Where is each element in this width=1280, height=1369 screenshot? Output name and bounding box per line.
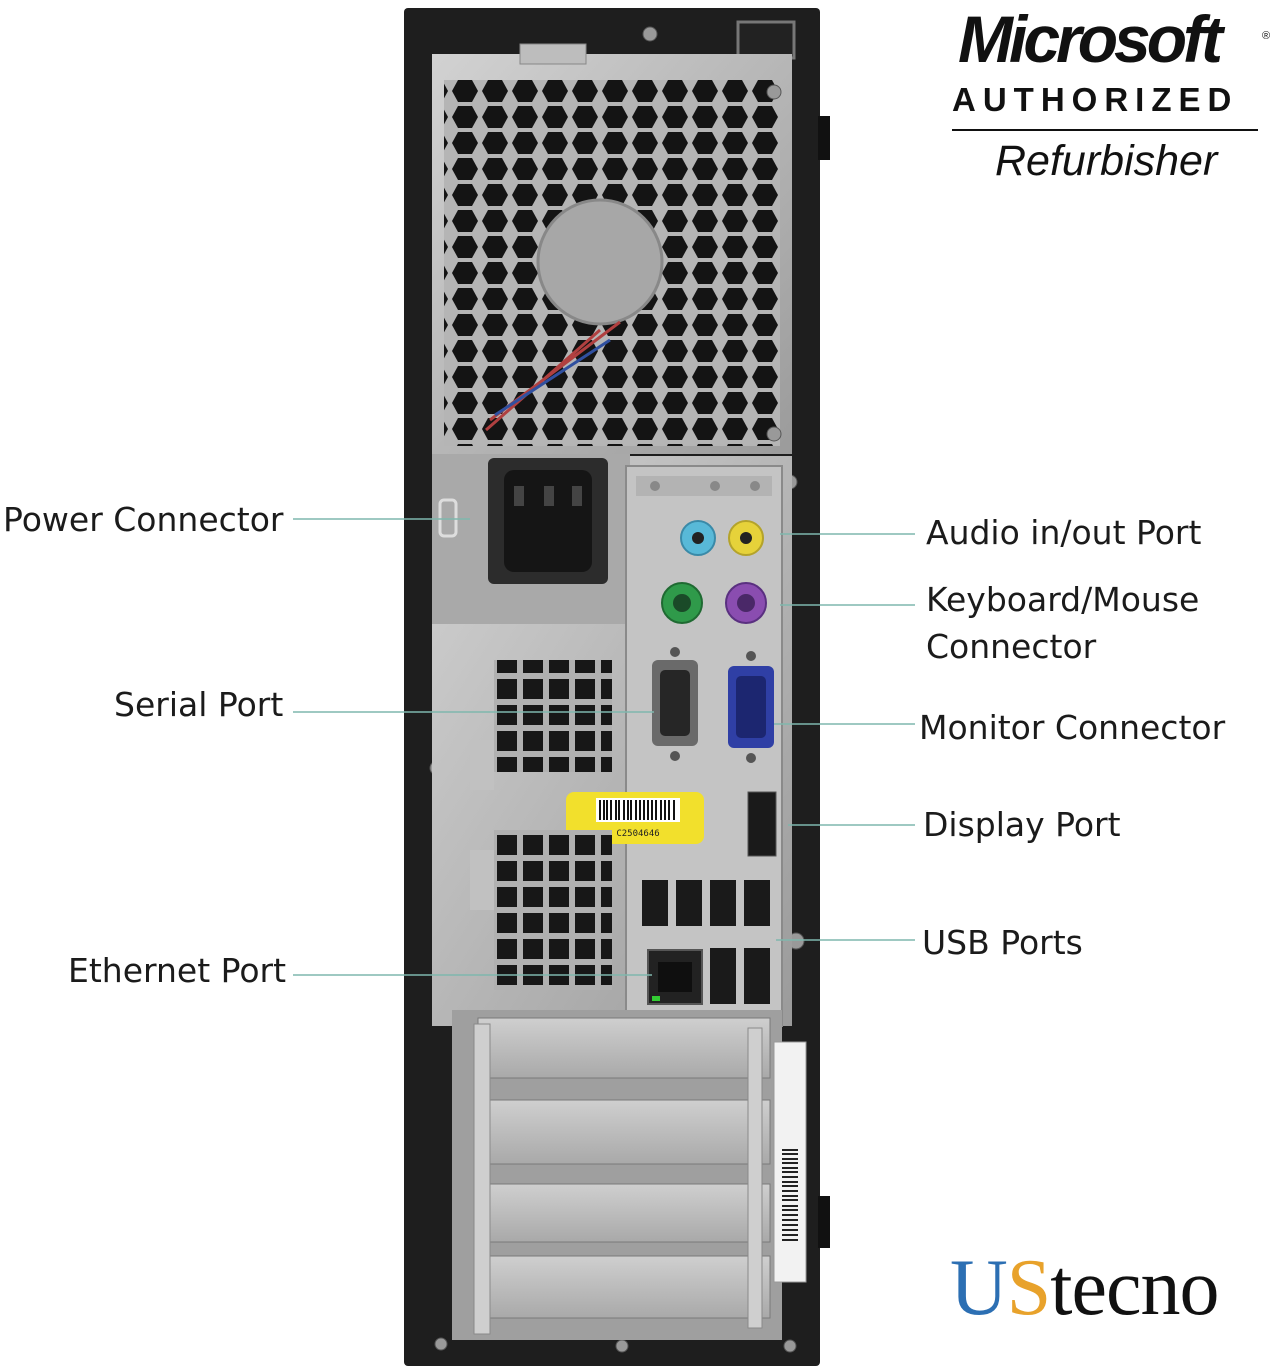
screw-icon [434, 1337, 448, 1351]
leader-lines [293, 518, 915, 976]
fan-hub [536, 198, 664, 326]
barcode-text: C2504646 [616, 829, 659, 839]
vent-grid [494, 830, 612, 990]
brand-u: U [950, 1244, 1008, 1332]
brand-tecno: tecno [1050, 1244, 1219, 1332]
badge-divider [952, 129, 1258, 131]
screw-icon [783, 1339, 797, 1353]
label-power-connector: Power Connector [3, 500, 284, 539]
screw-icon [642, 26, 658, 42]
screw-icon [615, 1339, 629, 1353]
label-serial-port: Serial Port [114, 685, 284, 724]
microsoft-wordmark: Microsoft [958, 2, 1223, 76]
brand-s: S [1006, 1244, 1051, 1332]
label-usb-ports: USB Ports [922, 923, 1083, 962]
vent-grid [494, 660, 612, 772]
usb-ports [642, 880, 770, 1004]
label-display-port: Display Port [923, 805, 1121, 844]
label-audio-port: Audio in/out Port [926, 513, 1202, 552]
refurbisher-text: Refurbisher [995, 137, 1218, 185]
label-keyboard-mouse: Keyboard/Mouse [926, 580, 1200, 619]
registered-mark: ® [1262, 30, 1271, 42]
label-ethernet-port: Ethernet Port [68, 951, 287, 990]
barcode-icon [596, 798, 680, 822]
label-monitor-connector: Monitor Connector [919, 708, 1226, 747]
label-keyboard-mouse-connector: Connector [926, 627, 1097, 666]
displayport [747, 791, 777, 857]
ustecno-logo: UStecno [950, 1248, 1220, 1328]
authorized-text: AUTHORIZED [952, 81, 1239, 118]
